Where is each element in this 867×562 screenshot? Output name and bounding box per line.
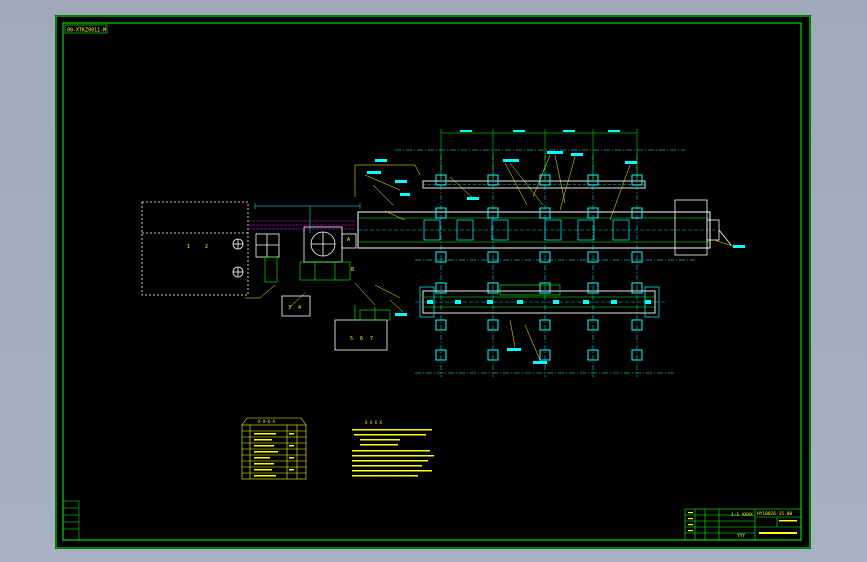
scale-label: 1:1 XXXX	[731, 512, 753, 518]
small-box-a	[281, 295, 311, 317]
leader-tags-cluster	[467, 151, 637, 200]
code-tag-box	[64, 24, 108, 34]
box-label-4: 4	[298, 305, 301, 311]
svg-text:B: B	[351, 267, 354, 273]
column-markers	[435, 174, 643, 361]
dimension-lines-left	[254, 203, 361, 233]
revision-strip	[62, 500, 80, 541]
drawing-number: HY10026-15.00	[757, 511, 793, 517]
leader-tags-lower	[395, 313, 547, 364]
top-dimension-chain	[440, 129, 638, 180]
housing-marks	[232, 238, 244, 278]
layout-label-2: 2	[205, 244, 208, 250]
inner-frame	[62, 22, 802, 541]
right-leader	[714, 239, 736, 248]
drawing-sheet: 00-XTKZ0011-M 1	[55, 15, 811, 549]
layout-label-1: 1	[187, 244, 190, 250]
drive-brackets	[264, 256, 351, 283]
leader-lines-drive	[245, 282, 401, 308]
right-leader-tag	[733, 245, 745, 248]
cad-drawing: 00-XTKZ0011-M 1	[55, 15, 811, 549]
column-centerlines	[440, 155, 638, 377]
housing-outline	[141, 201, 249, 296]
title-block	[684, 508, 802, 541]
title-block-fill	[688, 512, 797, 534]
leader-tags-upper	[367, 159, 410, 196]
leader-lines-upper	[354, 164, 421, 206]
notes-lines	[352, 429, 434, 477]
panel-connectors	[354, 305, 391, 321]
code-tag-text: 00-XTKZ0011-M	[67, 28, 106, 34]
upper-gear-beam	[422, 180, 646, 189]
parts-table-title: X-X-X-X	[258, 419, 275, 424]
panel-label-7: 7	[370, 336, 373, 342]
drive-labels: A B	[347, 237, 354, 273]
notes-title: X X X X	[365, 420, 382, 425]
outer-frame	[55, 15, 811, 549]
parts-table	[241, 417, 307, 480]
cylinder-end-cap	[674, 199, 732, 256]
top-dimension-tags	[460, 130, 620, 132]
svg-text:A: A	[347, 237, 350, 243]
parts-table-fill	[254, 433, 294, 477]
control-panel-box	[334, 319, 388, 351]
leader-lines-cluster	[384, 154, 631, 221]
box-label-3: 3	[288, 305, 291, 311]
lower-beam-bolts	[427, 300, 651, 304]
main-cylinder	[357, 211, 715, 249]
panel-label-6: 6	[360, 336, 363, 342]
pipe-lines	[248, 220, 355, 230]
panel-label-5: 5	[350, 336, 353, 342]
leader-lines-lower	[389, 299, 541, 361]
sheet-label: YYY	[737, 533, 745, 539]
